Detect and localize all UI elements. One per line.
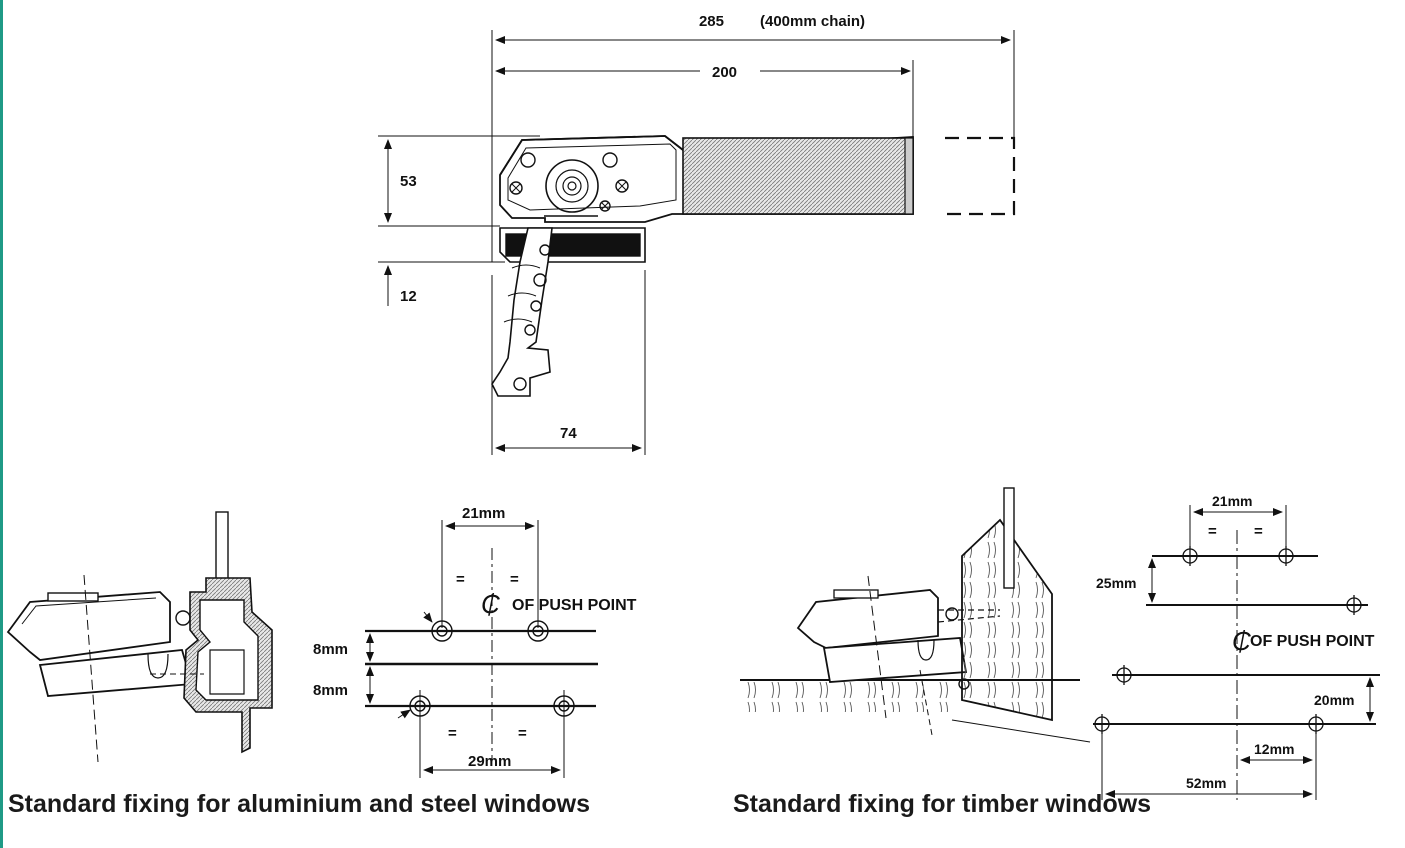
dim-body-length: 200 [712,64,737,81]
timber-lower-offset: 20mm [1314,692,1354,708]
alu-top-spacing: 21mm [462,505,505,522]
alu-upper-offset: 8mm [313,641,348,658]
dim-overall-length: 285 [699,13,724,30]
caption-timber: Standard fixing for timber windows [733,790,1152,818]
caption-aluminium: Standard fixing for aluminium and steel … [8,790,591,818]
timber-window-section [740,487,1091,743]
centreline-symbol: ₵ [481,589,500,619]
alu-bottom-equal-left: = [448,725,457,742]
timber-vertical-offset: 25mm [1096,575,1136,591]
dim-height: 53 [400,173,417,190]
timber-fixing-pattern [1093,505,1380,800]
timber-centreline-symbol: ₵ [1232,626,1251,656]
dim-chain-offset: 12 [400,288,417,305]
alu-equal-left: = [456,571,465,588]
timber-top-spacing: 21mm [1212,493,1252,509]
timber-centreline-label: OF PUSH POINT [1250,633,1375,650]
timber-inner-spacing: 12mm [1254,741,1294,757]
actuator-top-view [378,30,1016,455]
timber-bottom-spacing: 52mm [1186,775,1226,791]
dim-overall-note: (400mm chain) [760,13,865,30]
timber-equal-left: = [1208,523,1217,540]
alu-lower-offset: 8mm [313,682,348,699]
alu-centreline-label: OF PUSH POINT [512,597,637,614]
alu-equal-right: = [510,571,519,588]
dim-base-width: 74 [560,425,577,442]
timber-equal-right: = [1254,523,1263,540]
alu-bottom-equal-right: = [518,725,527,742]
accent-border [0,0,3,848]
aluminium-fixing-pattern [365,520,598,778]
aluminium-window-section [6,511,273,763]
alu-bottom-spacing: 29mm [468,753,511,770]
